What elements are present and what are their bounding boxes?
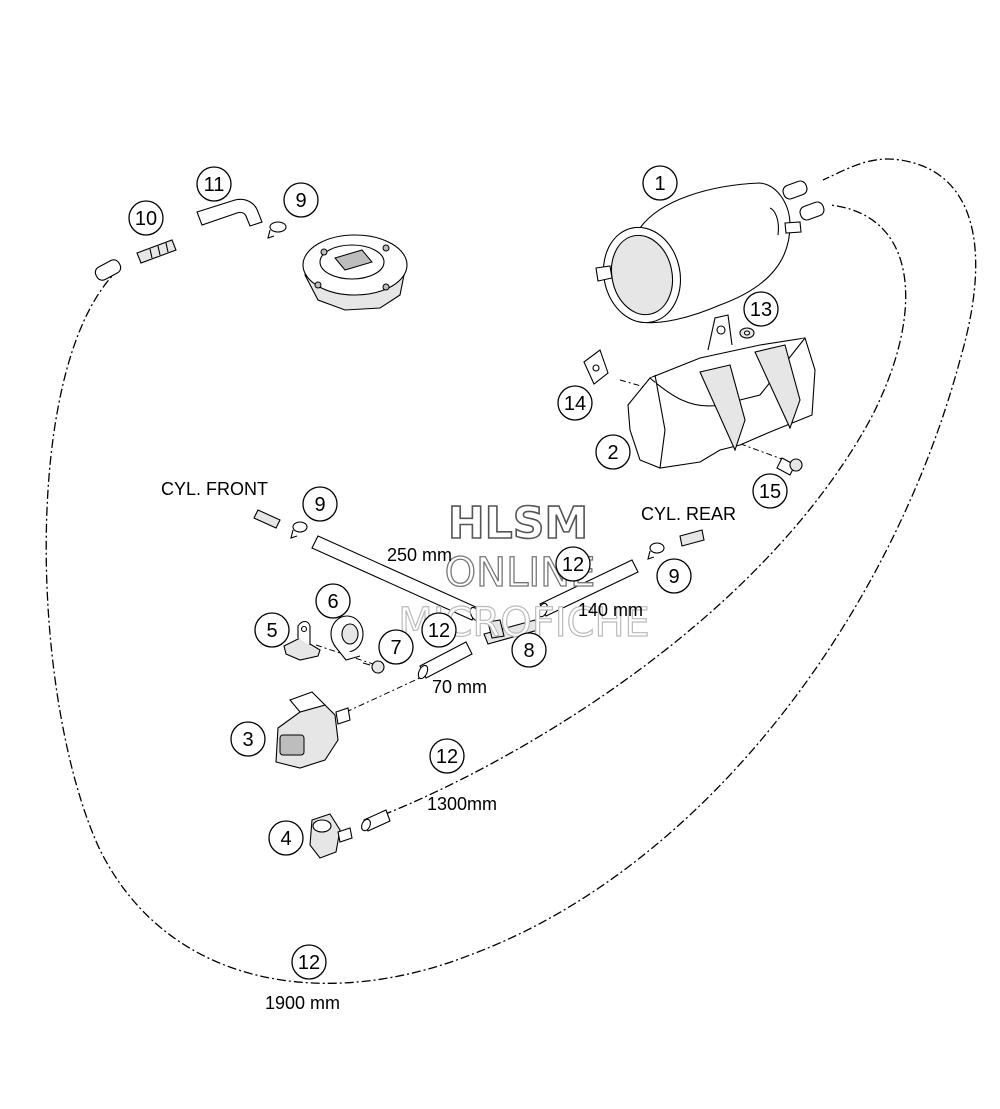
hose-clamp-top-part — [267, 221, 287, 239]
callout-10-number: 10 — [135, 208, 157, 230]
callout-12-1300: 12 — [429, 738, 465, 774]
canister-bracket-part — [627, 314, 816, 469]
label-length-140: 140 mm — [578, 600, 643, 620]
callout-1-number: 1 — [654, 173, 665, 195]
canister-part — [595, 182, 802, 324]
callout-13-number: 13 — [750, 299, 772, 321]
callout-3: 3 — [230, 721, 266, 757]
callout-12-140-number: 12 — [562, 554, 584, 576]
callout-12-250-number: 12 — [428, 620, 450, 642]
callout-1: 1 — [642, 165, 678, 201]
nipple-cyl-front — [253, 509, 281, 529]
callout-15: 15 — [752, 473, 788, 509]
label-cyl-rear: CYL. REAR — [641, 504, 736, 524]
callout-12-1900: 12 — [291, 944, 327, 980]
rubber-damper-part — [330, 615, 364, 661]
callout-4: 4 — [268, 820, 304, 856]
callout-14-number: 14 — [564, 393, 586, 415]
bracket-screw-part — [776, 457, 803, 476]
callout-7-number: 7 — [390, 637, 401, 659]
hose-t-connector-part — [483, 619, 539, 645]
callout-5-number: 5 — [266, 620, 277, 642]
purge-valve-part — [275, 691, 351, 769]
label-length-1300: 1300mm — [427, 794, 497, 814]
label-length-70: 70 mm — [432, 677, 487, 697]
callout-8-number: 8 — [523, 640, 534, 662]
callout-3-number: 3 — [242, 729, 253, 751]
callout-12-250: 12 — [421, 612, 457, 648]
callout-9-rear: 9 — [656, 558, 692, 594]
hose-clamp-front-part — [290, 521, 308, 539]
hose-stub-front — [94, 259, 122, 281]
callout-8: 8 — [511, 632, 547, 668]
hose-70mm-part — [417, 641, 473, 680]
callout-5: 5 — [254, 612, 290, 648]
callout-12-1900-number: 12 — [298, 952, 320, 974]
callout-6-number: 6 — [327, 591, 338, 613]
hose-140mm-part — [537, 559, 639, 618]
callout-2-number: 2 — [607, 442, 618, 464]
callout-9-top-number: 9 — [295, 190, 306, 212]
callout-7: 7 — [378, 629, 414, 665]
callout-13: 13 — [743, 291, 779, 327]
callout-11-number: 11 — [204, 174, 225, 196]
hose-clamp-rear-part — [647, 542, 665, 560]
callout-4-number: 4 — [280, 828, 291, 850]
callout-9-front-number: 9 — [314, 494, 325, 516]
hose-1300mm-end — [361, 809, 391, 832]
callout-14: 14 — [557, 385, 593, 421]
callout-15-number: 15 — [759, 481, 781, 503]
hose-1300mm — [382, 204, 907, 816]
lead-line-purge — [345, 676, 423, 713]
callout-10: 10 — [128, 200, 164, 236]
label-cyl-front: CYL. FRONT — [161, 479, 268, 499]
hose-stubs-canister — [782, 180, 825, 221]
callout-6: 6 — [315, 583, 351, 619]
callout-9-front: 9 — [302, 486, 338, 522]
callout-12-1300-number: 12 — [436, 746, 458, 768]
valve-holder-part — [283, 620, 321, 661]
watermark-line1: HLSM — [448, 498, 588, 549]
elbow-hose-part — [196, 198, 263, 227]
callout-11: 11 — [196, 166, 232, 202]
label-length-1900: 1900 mm — [265, 993, 340, 1013]
speed-nut-part — [583, 349, 609, 385]
holder-screw-part — [362, 660, 385, 674]
callout-9-rear-number: 9 — [668, 566, 679, 588]
hose-250mm-part — [311, 535, 481, 622]
hose-nipple-part — [136, 239, 177, 264]
fuel-cap-part — [302, 234, 408, 311]
callout-12-140: 12 — [555, 546, 591, 582]
label-length-250: 250 mm — [387, 545, 452, 565]
callout-2: 2 — [595, 434, 631, 470]
rollover-valve-part — [309, 813, 353, 859]
washer-part — [739, 327, 755, 339]
nipple-cyl-rear — [679, 529, 705, 547]
callout-9-top: 9 — [283, 182, 319, 218]
